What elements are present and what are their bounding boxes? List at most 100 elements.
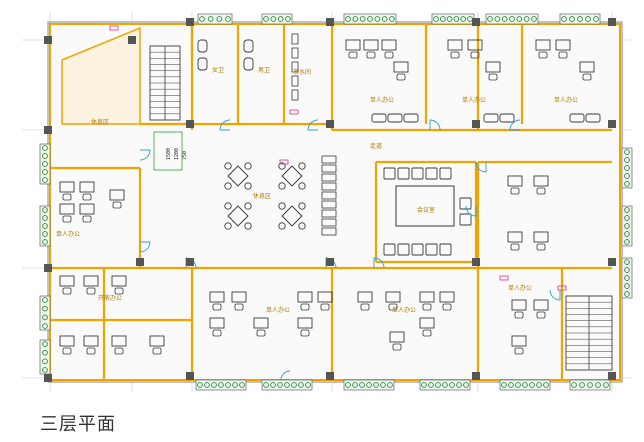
accent-mark [279, 159, 289, 165]
plant [587, 382, 593, 388]
plant [515, 382, 521, 388]
shelf-unit [321, 164, 337, 173]
lounge-chair [244, 162, 252, 170]
desk [507, 175, 523, 187]
desk [579, 61, 595, 73]
lounge-chair [278, 202, 286, 210]
desk [111, 335, 127, 347]
desk [59, 335, 75, 347]
plant [460, 16, 467, 22]
planter-box [621, 257, 633, 299]
tea-cabinet [291, 61, 299, 73]
shelf-unit [321, 209, 337, 218]
planter-box [39, 339, 51, 375]
plant [593, 16, 599, 22]
plant [232, 382, 238, 388]
plant [42, 239, 48, 245]
plant [428, 382, 434, 388]
shelf-unit [321, 182, 337, 191]
plant [387, 382, 393, 388]
shelf-unit [321, 200, 337, 209]
plant [501, 16, 508, 22]
column [44, 36, 52, 44]
room-label-tea: 茶水间 [293, 68, 311, 76]
planter-box [343, 379, 395, 391]
column [326, 372, 334, 380]
desk [555, 39, 571, 51]
planter-box [621, 205, 633, 247]
chair [112, 201, 122, 209]
plant [421, 382, 427, 388]
chair [62, 347, 72, 355]
lounge-chair [278, 162, 286, 170]
tea-cabinet [291, 75, 299, 87]
chair [62, 287, 72, 295]
door-swing [139, 241, 151, 253]
lounge-chair [298, 202, 306, 210]
meeting-table [395, 185, 455, 227]
column [128, 36, 136, 44]
plant [456, 382, 462, 388]
plant [536, 382, 542, 388]
plant [345, 16, 351, 22]
desk [253, 317, 269, 329]
chair [152, 347, 162, 355]
meeting-chair [397, 167, 410, 180]
plant [367, 16, 373, 22]
plant [373, 382, 379, 388]
chair [510, 243, 520, 251]
tea-cabinet [291, 33, 299, 45]
meeting-chair [459, 213, 472, 226]
sofa-seat [483, 113, 499, 123]
planter-box [39, 143, 51, 185]
chair [212, 329, 222, 337]
lounge-table [227, 205, 249, 227]
desk [111, 275, 127, 287]
toilet-fixture [243, 57, 254, 71]
door-swing [429, 119, 441, 131]
planter-box [197, 13, 233, 25]
desk [363, 39, 379, 51]
plant [595, 382, 601, 388]
plant [42, 314, 48, 321]
chair [114, 287, 124, 295]
meeting-chair [439, 243, 452, 256]
dimension-label: 1200 [174, 148, 180, 160]
chair [510, 187, 520, 195]
plant [571, 382, 577, 388]
desk [79, 181, 95, 193]
door-swing [465, 205, 477, 217]
lounge-chair [224, 202, 232, 210]
chair [558, 51, 568, 59]
planter-box [499, 379, 551, 391]
chair [514, 347, 524, 355]
plant [199, 16, 205, 22]
plant [380, 382, 386, 388]
plant [285, 16, 291, 22]
chair [256, 329, 266, 337]
room-label-toilet-men: 男卫 [258, 67, 270, 74]
planter-box [39, 295, 51, 331]
column [186, 18, 194, 26]
column [608, 258, 616, 266]
plant [204, 382, 210, 388]
desk [533, 231, 549, 243]
plant [624, 173, 630, 179]
planter-box [485, 13, 539, 25]
chair [360, 303, 370, 311]
desk [533, 175, 549, 187]
desk [485, 61, 501, 73]
planter-box [559, 13, 601, 25]
room-label-corridor: 走道 [370, 142, 382, 150]
door-swing [373, 257, 385, 269]
meeting-chair [411, 243, 424, 256]
desk [109, 189, 125, 201]
door-swing [549, 289, 561, 301]
plant [624, 283, 630, 289]
planter-layer [39, 13, 633, 391]
toilet-fixture [197, 39, 208, 53]
plant [569, 16, 575, 22]
column [326, 18, 334, 26]
column [472, 18, 480, 26]
desk [209, 317, 225, 329]
